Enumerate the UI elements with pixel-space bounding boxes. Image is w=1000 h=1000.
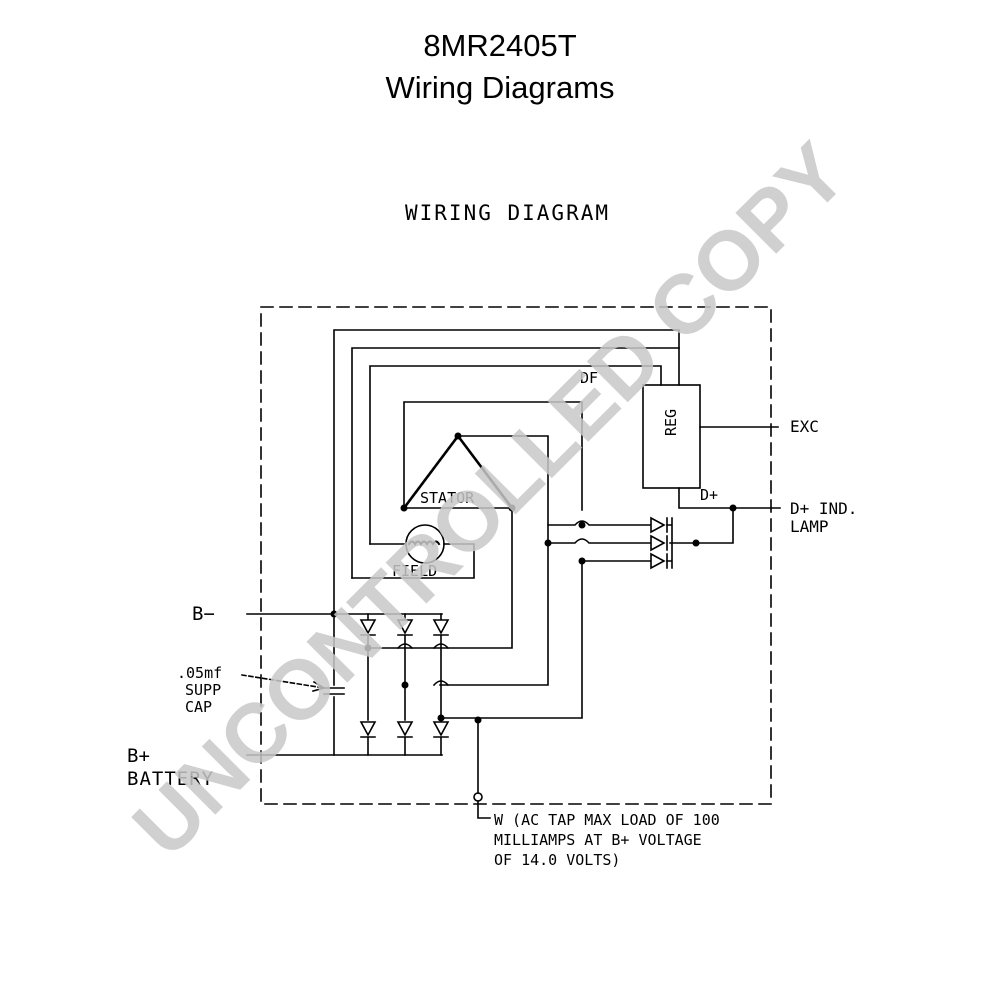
junction	[692, 539, 700, 547]
stator-label: STATOR	[420, 489, 475, 507]
diode-trio-2	[650, 534, 668, 552]
cap-pointer-arrow	[241, 674, 325, 689]
diode-trio-1	[650, 516, 668, 534]
field-coil-winding	[407, 540, 441, 546]
diode-trio-3	[650, 552, 668, 570]
stator-winding-left	[402, 434, 460, 510]
diagram-heading: WIRING DIAGRAM	[405, 201, 610, 225]
battery-label: BATTERY	[127, 768, 214, 790]
wire-loop-field	[351, 543, 475, 579]
field-coil	[405, 524, 445, 564]
wire-diode-trio-1	[547, 520, 651, 526]
uncontrolled-copy-watermark: UNCONTROLLED COPY	[115, 125, 865, 875]
regulator-box	[642, 384, 701, 489]
wire-output-lower	[439, 559, 583, 719]
wire-phase-crossovers	[396, 643, 450, 687]
w-label-2: MILLIAMPS AT B+ VOLTAGE	[494, 831, 702, 849]
wire-d-plus-drop	[669, 507, 734, 544]
diode-neg-3	[432, 613, 450, 719]
housing-outline	[260, 306, 772, 805]
w-label-3: OF 14.0 VOLTS)	[494, 851, 620, 869]
wire-loop-2	[351, 347, 680, 579]
model-number: 8MR2405T	[423, 28, 577, 63]
df-label: DF	[580, 369, 598, 387]
wire-loop-3	[369, 365, 662, 545]
diode-neg-1	[359, 613, 377, 649]
diode-trio-bus	[666, 517, 673, 569]
junction	[508, 504, 516, 512]
field-label: FIELD	[392, 562, 437, 580]
cap-pointer-head	[312, 680, 326, 692]
reg-label: REG	[662, 409, 680, 436]
cap-label-1: .05mf	[177, 664, 222, 682]
junction	[729, 504, 737, 512]
w-label-1: W (AC TAP MAX LOAD OF 100	[494, 811, 720, 829]
d-plus-ind-label: D+ IND.	[790, 499, 857, 518]
diode-pos-2	[396, 684, 414, 756]
diode-neg-2	[396, 613, 414, 686]
w-terminal	[473, 792, 483, 802]
diode-pos-1	[359, 647, 377, 756]
junction	[400, 504, 408, 512]
wire-diode-trio-2	[547, 538, 651, 544]
d-plus-label: D+	[700, 486, 718, 504]
wire-stator-lead-a	[403, 401, 583, 511]
wire-d-plus	[678, 487, 781, 509]
wire-stator-lead-c	[366, 507, 513, 649]
junction	[401, 681, 409, 689]
diode-pos-3	[432, 717, 450, 756]
junction	[474, 716, 482, 724]
junction	[578, 521, 586, 529]
junction	[330, 610, 338, 618]
lamp-label: LAMP	[790, 517, 829, 536]
cap-label-3: CAP	[185, 698, 212, 716]
page-subtitle: Wiring Diagrams	[385, 70, 615, 105]
junction	[454, 432, 462, 440]
wire-loop-outer	[333, 329, 680, 615]
junction	[578, 557, 586, 565]
b-plus-label: B+	[127, 745, 150, 767]
wire-stator-lead-b	[439, 435, 549, 686]
supp-capacitor	[323, 613, 345, 756]
junction	[437, 714, 445, 722]
junction	[544, 539, 552, 547]
junction	[364, 644, 372, 652]
cap-label-2: SUPP	[185, 681, 221, 699]
b-minus-label: B−	[192, 603, 215, 625]
wire-w-terminal	[477, 719, 491, 819]
stator-winding-right	[456, 434, 514, 510]
exc-label: EXC	[790, 417, 819, 436]
